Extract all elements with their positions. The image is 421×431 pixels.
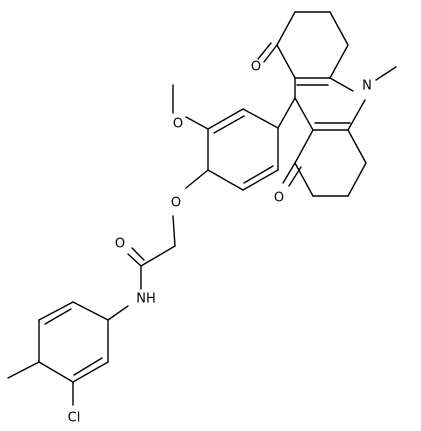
amide-oxygen: O [115, 237, 125, 252]
atom-labels: O N O O O O NH Cl [68, 60, 372, 426]
methoxy-oxygen: O [173, 117, 183, 132]
amide-nh: NH [136, 292, 156, 307]
ketone-oxygen-top: O [251, 60, 261, 75]
ether-oxygen: O [171, 196, 181, 211]
ketone-oxygen-bottom: O [274, 191, 284, 206]
chlorine-label: Cl [68, 411, 81, 426]
ring-nitrogen: N [362, 79, 372, 94]
bond-lines [7, 11, 397, 406]
